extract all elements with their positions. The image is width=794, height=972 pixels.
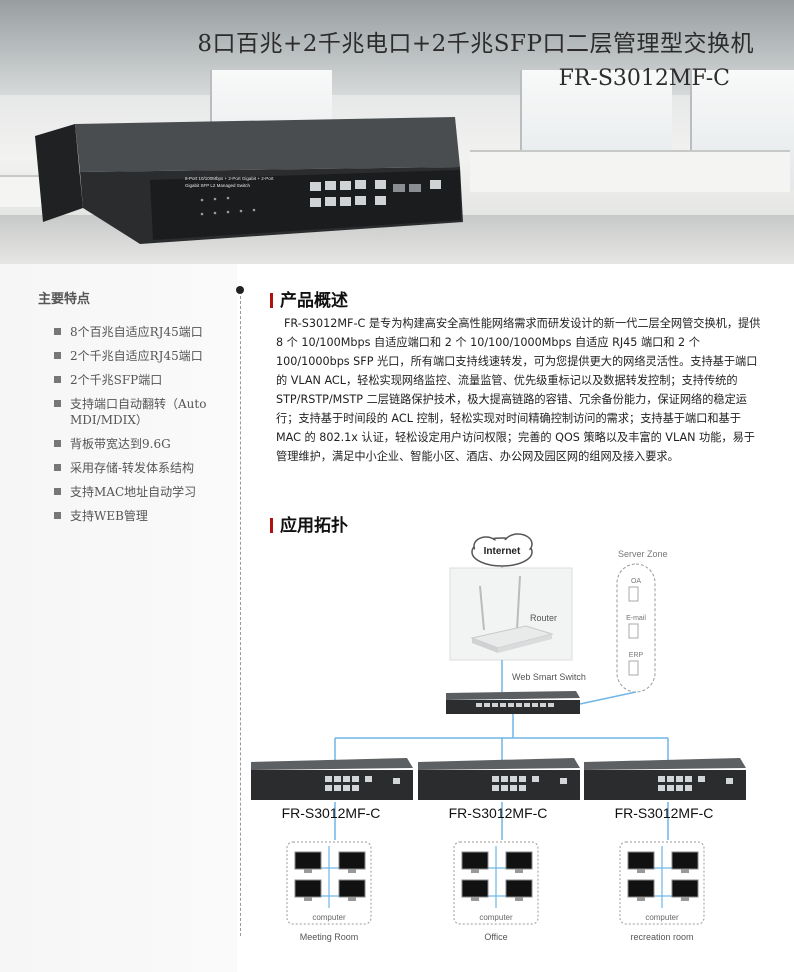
switch-product-photo: 8-Port 10/100Mbps + 2-Port Gigabit + 2-P… xyxy=(35,117,463,244)
computer-icon xyxy=(294,851,322,873)
room-group: computer recreation room xyxy=(619,841,705,942)
features-title: 主要特点 xyxy=(38,292,91,307)
internet-cloud: Internet xyxy=(471,533,533,567)
device-label-2: Gigabit SFP L2 Managed Switch xyxy=(185,183,250,188)
bullet-icon xyxy=(54,352,61,359)
bullet-icon xyxy=(54,400,61,407)
feature-text: 2个千兆自适应RJ45端口 xyxy=(70,349,203,363)
topology-diagram: Internet Router Server Zone OA E-mail ER… xyxy=(251,533,746,942)
feature-text: 2个千兆SFP端口 xyxy=(70,373,163,387)
computer-icon xyxy=(505,879,533,901)
features-sidebar: 主要特点 8个百兆自适应RJ45端口 2个千兆自适应RJ45端口 2个千兆SFP端口… xyxy=(0,264,237,972)
server-label-oa: OA xyxy=(631,578,641,585)
core-switch-label: Web Smart Switch xyxy=(512,672,586,682)
timeline-dot xyxy=(236,286,244,294)
feature-item: 支持WEB管理 xyxy=(54,508,232,524)
router: Router xyxy=(449,567,573,661)
router-label: Router xyxy=(530,613,557,623)
hero-desk xyxy=(470,150,790,192)
heading-marker xyxy=(270,518,273,533)
room-label: Office xyxy=(484,932,507,942)
bullet-icon xyxy=(54,464,61,471)
access-switch: FR-S3012MF-C xyxy=(418,758,580,821)
computer-icon xyxy=(338,851,366,873)
bullet-icon xyxy=(54,512,61,519)
feature-text: 支持WEB管理 xyxy=(70,509,148,523)
hero-banner: 8-Port 10/100Mbps + 2-Port Gigabit + 2-P… xyxy=(0,0,794,264)
feature-text: 8个百兆自适应RJ45端口 xyxy=(70,325,203,339)
computer-icon xyxy=(461,879,489,901)
computer-label: computer xyxy=(312,913,346,922)
access-switch-label: FR-S3012MF-C xyxy=(449,805,548,821)
computer-icon xyxy=(627,879,655,901)
computer-icon xyxy=(505,851,533,873)
computer-icon xyxy=(461,851,489,873)
room-label: Meeting Room xyxy=(300,932,359,942)
feature-text: 采用存储-转发体系结构 xyxy=(70,461,195,475)
access-switch: FR-S3012MF-C xyxy=(251,758,413,821)
bullet-icon xyxy=(54,440,61,447)
computer-icon xyxy=(294,879,322,901)
server-zone-label: Server Zone xyxy=(618,549,668,559)
model-number: FR-S3012MF-C xyxy=(558,66,730,91)
overview-heading: 产品概述 xyxy=(270,286,348,311)
feature-item: 采用存储-转发体系结构 xyxy=(54,460,232,476)
access-switch-label: FR-S3012MF-C xyxy=(282,805,381,821)
access-switch: FR-S3012MF-C xyxy=(584,758,746,821)
internet-label: Internet xyxy=(484,546,521,557)
feature-text: 支持MAC地址自动学习 xyxy=(70,485,197,499)
computer-icon xyxy=(627,851,655,873)
bullet-icon xyxy=(54,488,61,495)
room-label: recreation room xyxy=(630,932,693,942)
feature-item: 8个百兆自适应RJ45端口 xyxy=(54,324,232,340)
server-label-erp: ERP xyxy=(629,652,644,659)
timeline-divider xyxy=(240,296,242,936)
bullet-icon xyxy=(54,376,61,383)
bullet-icon xyxy=(54,328,61,335)
feature-item: 2个千兆SFP端口 xyxy=(54,372,232,388)
topology-heading: 应用拓扑 xyxy=(270,511,348,536)
feature-item: 支持端口自动翻转（Auto MDI/MDIX） xyxy=(54,396,232,428)
feature-item: 2个千兆自适应RJ45端口 xyxy=(54,348,232,364)
computer-icon xyxy=(671,851,699,873)
features-list: 8个百兆自适应RJ45端口 2个千兆自适应RJ45端口 2个千兆SFP端口支持端口自… xyxy=(54,324,232,532)
page-title: 8口百兆+2千兆电口+2千兆SFP口二层管理型交换机 xyxy=(197,31,754,57)
overview-heading-text: 产品概述 xyxy=(280,291,348,311)
access-switch-label: FR-S3012MF-C xyxy=(615,805,714,821)
heading-marker xyxy=(270,293,273,308)
device-label-1: 8-Port 10/100Mbps + 2-Port Gigabit + 2-P… xyxy=(185,176,274,181)
feature-text: 支持端口自动翻转（Auto MDI/MDIX） xyxy=(70,397,207,427)
overview-text: FR-S3012MF-C 是专为构建高安全高性能网络需求而研发设计的新一代二层全… xyxy=(276,317,761,463)
server-label-email: E-mail xyxy=(626,615,646,622)
core-switch: Web Smart Switch xyxy=(446,672,586,714)
computer-label: computer xyxy=(645,913,679,922)
computer-label: computer xyxy=(479,913,513,922)
computer-icon xyxy=(671,879,699,901)
topology-heading-text: 应用拓扑 xyxy=(280,516,348,536)
feature-item: 支持MAC地址自动学习 xyxy=(54,484,232,500)
feature-item: 背板带宽达到9.6G xyxy=(54,436,232,452)
computer-icon xyxy=(338,879,366,901)
feature-text: 背板带宽达到9.6G xyxy=(70,437,171,451)
server-zone: Server Zone OA E-mail ERP xyxy=(616,549,668,693)
